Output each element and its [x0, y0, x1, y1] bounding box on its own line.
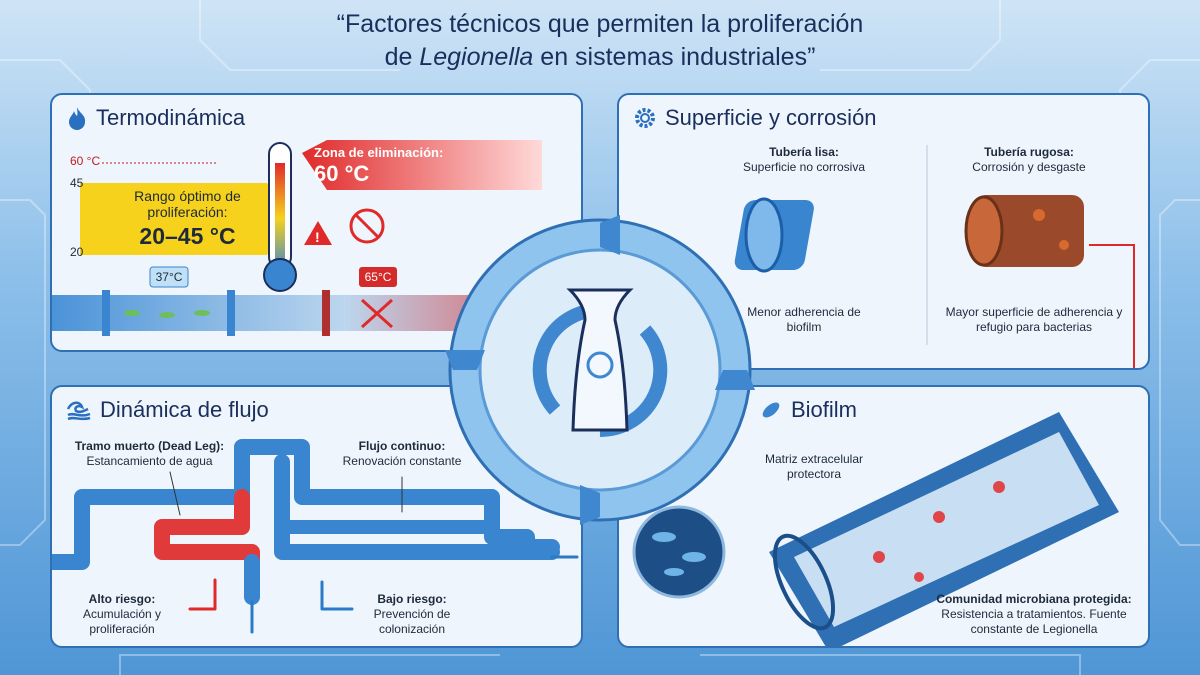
- corroded-pipe: [974, 195, 1084, 267]
- panel-heading: Superficie y corrosión: [665, 105, 877, 130]
- pipe-temp-cool: 37°C: [155, 270, 183, 284]
- scale-45: 45: [70, 176, 84, 190]
- optimal-range-banner: [80, 183, 287, 255]
- panel-thermodynamics: Termodinámica ! 60 °C 45 20 Rango óptimo…: [50, 93, 583, 352]
- title-line-2: de Legionella en sistemas industriales”: [0, 41, 1200, 74]
- kill-zone-banner: [302, 140, 542, 190]
- scale-20: 20: [70, 245, 84, 259]
- biofilm-illustration: [632, 412, 1119, 646]
- dead-leg-pipe: [154, 489, 260, 585]
- temp-badge-cool: [149, 266, 189, 288]
- bacteria-icon: [762, 402, 780, 418]
- panel-heading: Biofilm: [791, 397, 858, 422]
- thermometer-bulb: [263, 258, 297, 292]
- matrix-label: Matriz extracelular protectora: [764, 452, 864, 481]
- kill-label: Zona de eliminación:: [314, 145, 444, 160]
- high-risk-arrow: [188, 578, 217, 611]
- panel-surface-corrosion: Superficie y corrosión Tubería lisa:Supe…: [617, 93, 1150, 370]
- title-text: de: [384, 43, 420, 71]
- title-italic: Legionella: [419, 43, 534, 71]
- optimal-value: 20–45 °C: [139, 223, 236, 249]
- scale-60: 60 °C: [70, 154, 101, 168]
- microbial-community-label: Comunidad microbiana protegida:Resistenc…: [936, 592, 1132, 636]
- kill-value: 60 °C: [314, 161, 370, 186]
- wave-icon: [66, 401, 91, 421]
- pipe-network: [52, 439, 579, 634]
- continuous-flow-label: Flujo continuo:Renovación constante: [342, 439, 462, 468]
- panel-heading: Dinámica de flujo: [100, 397, 269, 422]
- optimal-label: Rango óptimo de proliferación:: [134, 188, 241, 220]
- cycle-arrows-icon: [445, 215, 755, 525]
- title-text: en sistemas industriales”: [533, 43, 816, 71]
- microscope-view: [632, 505, 726, 599]
- central-cycle-hub: [445, 215, 755, 525]
- low-risk-label: Bajo riesgo:Prevención de colonización: [373, 592, 451, 636]
- svg-text:!: !: [315, 229, 320, 245]
- pipe-temp-hot: 65°C: [364, 270, 392, 284]
- gear-icon: [635, 108, 655, 128]
- rough-pipe-label: Tubería rugosa:Corrosión y desgaste: [972, 145, 1086, 174]
- cooling-tower-icon: [566, 288, 634, 432]
- page-title: “Factores técnicos que permiten la proli…: [0, 8, 1200, 74]
- dead-leg-label: Tramo muerto (Dead Leg):Estancamiento de…: [74, 439, 225, 468]
- low-risk-arrow: [320, 580, 354, 611]
- smooth-caption: Menor adherencia de biofilm: [747, 305, 861, 334]
- flame-icon: [69, 107, 86, 130]
- rough-caption: Mayor superficie de adherencia y refugio…: [945, 305, 1123, 334]
- smooth-pipe-label: Tubería lisa:Superficie no corrosiva: [742, 145, 866, 174]
- panel-heading: Termodinámica: [96, 105, 246, 130]
- title-line-1: “Factores técnicos que permiten la proli…: [336, 10, 864, 38]
- temp-badge-hot: [359, 267, 397, 287]
- high-risk-label: Alto riesgo:Acumulación y proliferación: [82, 592, 162, 636]
- refresh-icon: [586, 351, 614, 379]
- no-bacteria-icon: [349, 208, 385, 244]
- pipes-illustration: [734, 145, 1135, 368]
